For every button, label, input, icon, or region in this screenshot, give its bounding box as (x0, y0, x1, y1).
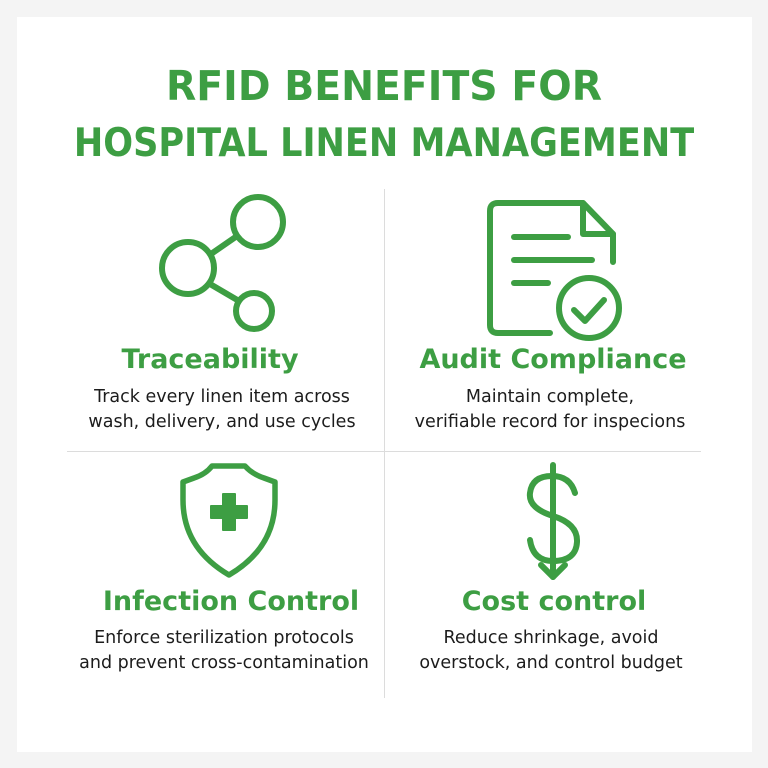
dollar-down-arrow-icon (526, 462, 580, 580)
benefit-heading: Audit Compliance (419, 344, 687, 375)
page-title-line-2: HOSPITAL LINEN MANAGEMENT (73, 121, 695, 166)
benefit-description: Reduce shrinkage, avoid overstock, and c… (371, 626, 731, 676)
benefit-heading: Infection Control (102, 586, 360, 617)
benefit-description: Enforce sterilization protocols and prev… (44, 626, 404, 676)
description-line: wash, delivery, and use cycles (88, 412, 356, 432)
description-line: verifiable record for inspecions (414, 412, 686, 432)
share-network-icon (159, 194, 286, 332)
description-line: Track every linen item across (94, 387, 350, 407)
shield-cross-icon (180, 463, 278, 578)
vertical-divider (384, 189, 385, 698)
benefit-heading: Cost control (461, 586, 647, 617)
benefit-heading: Traceability (121, 344, 299, 375)
description-line: Enforce sterilization protocols (94, 628, 354, 648)
description-line: Maintain complete, (465, 387, 635, 407)
document-check-icon (487, 200, 622, 341)
benefit-description: Maintain complete, verifiable record for… (370, 385, 730, 435)
horizontal-divider (67, 451, 701, 452)
description-line: Reduce shrinkage, avoid (443, 628, 659, 648)
page-title-line-1: RFID BENEFITS FOR (165, 62, 603, 110)
benefit-description: Track every linen item across wash, deli… (42, 385, 402, 435)
description-line: overstock, and control budget (419, 653, 683, 673)
description-line: and prevent cross-contamination (79, 653, 369, 673)
